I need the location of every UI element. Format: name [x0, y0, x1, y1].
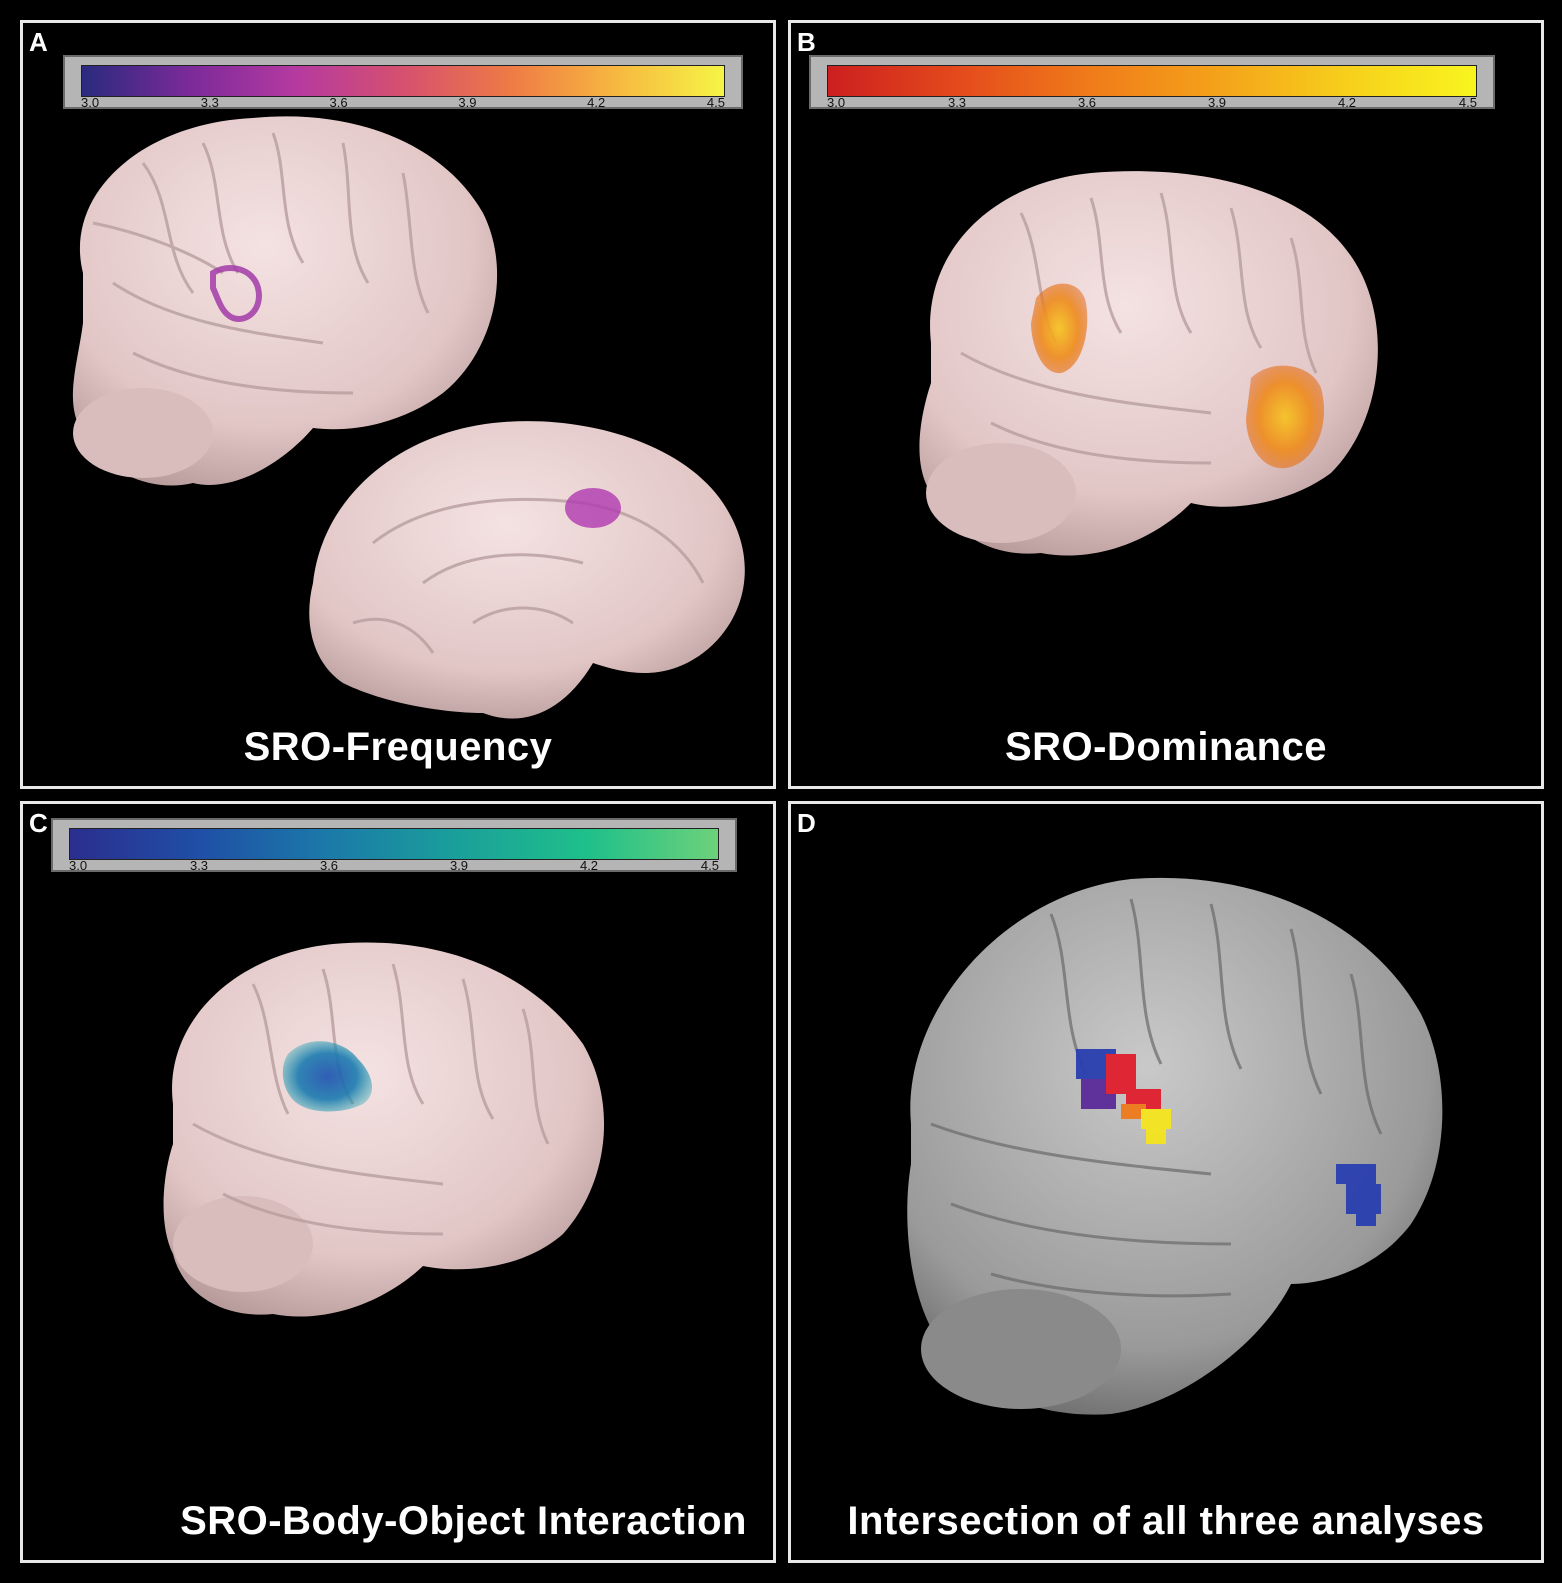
panel-caption: SRO-Body-Object Interaction [180, 1499, 747, 1543]
brain-render-lateral [163, 942, 605, 1317]
colorbar-tick-label: 3.0 [827, 95, 846, 110]
brain-medial [309, 421, 745, 719]
cerebellum [73, 388, 213, 478]
brain-render-lateral [919, 171, 1378, 556]
colorbar-tick-label: 3.9 [1207, 95, 1227, 110]
panel-a: A 3.0 3.3 3.6 3.9 4.2 4.5 [20, 20, 776, 789]
brain-lateral [907, 877, 1443, 1415]
brain-lateral [72, 116, 498, 486]
colorbar-tick-label: 3.6 [319, 858, 339, 873]
panel-caption: SRO-Frequency [243, 725, 553, 769]
colorbar-tick-label: 3.3 [189, 858, 209, 873]
colorbar-tick-label: 3.3 [947, 95, 967, 110]
colorbar-tick-label: 3.3 [200, 95, 219, 110]
activation-cluster [1246, 365, 1325, 469]
colorbar-ticks: 3.0 3.3 3.6 3.9 4.2 4.5 [81, 95, 725, 111]
panel-b: B 3.0 3.3 3.6 3.9 4.2 4.5 [788, 20, 1544, 789]
cerebellum [921, 1289, 1121, 1409]
activation-cluster [1336, 1164, 1381, 1226]
colorbar-tick-label: 4.2 [587, 95, 606, 110]
panel-letter: B [797, 27, 816, 57]
colorbar-tick-label: 3.6 [1077, 95, 1097, 110]
activation-cluster [282, 1041, 373, 1112]
brain-render-mri-surface [907, 877, 1443, 1415]
colorbar-tick-label: 4.5 [706, 95, 725, 110]
colorbar-tick-label: 4.2 [579, 858, 599, 873]
activation-cluster [565, 488, 621, 528]
cerebellum [173, 1196, 313, 1292]
panel-letter: C [29, 808, 48, 838]
activation-cluster [1076, 1049, 1171, 1144]
colorbar-gradient [81, 65, 725, 97]
colorbar-tick-label: 3.6 [329, 95, 348, 110]
brain-render-lateral-and-medial [72, 116, 745, 719]
colorbar-tick-label: 3.9 [458, 95, 477, 110]
panel-letter: A [29, 27, 48, 57]
colorbar-tick-label: 4.2 [1337, 95, 1357, 110]
colorbar-tick-label: 4.5 [1458, 95, 1477, 110]
panel-d: D [788, 801, 1544, 1563]
colorbar-ticks: 3.0 3.3 3.6 3.9 4.2 4.5 [827, 95, 1477, 111]
colorbar-tick-label: 4.5 [700, 858, 719, 873]
activation-cluster [1031, 283, 1088, 374]
colorbar: 3.0 3.3 3.6 3.9 4.2 4.5 [809, 55, 1495, 111]
colorbar-gradient [69, 828, 719, 860]
colorbar: 3.0 3.3 3.6 3.9 4.2 4.5 [51, 818, 737, 874]
colorbar-tick-label: 3.0 [69, 858, 88, 873]
panel-letter: D [797, 808, 816, 838]
panel-caption: SRO-Dominance [1004, 725, 1328, 769]
colorbar-gradient [827, 65, 1477, 97]
colorbar-ticks: 3.0 3.3 3.6 3.9 4.2 4.5 [69, 858, 719, 874]
colorbar-tick-label: 3.9 [449, 858, 469, 873]
colorbar-tick-label: 3.0 [81, 95, 100, 110]
activation-cluster [210, 265, 262, 322]
colorbar: 3.0 3.3 3.6 3.9 4.2 4.5 [63, 55, 743, 111]
panel-c: C 3.0 3.3 3.6 3.9 4.2 4.5 [20, 801, 776, 1563]
panel-caption: Intersection of all three analyses [847, 1499, 1485, 1543]
cerebellum [926, 443, 1076, 543]
